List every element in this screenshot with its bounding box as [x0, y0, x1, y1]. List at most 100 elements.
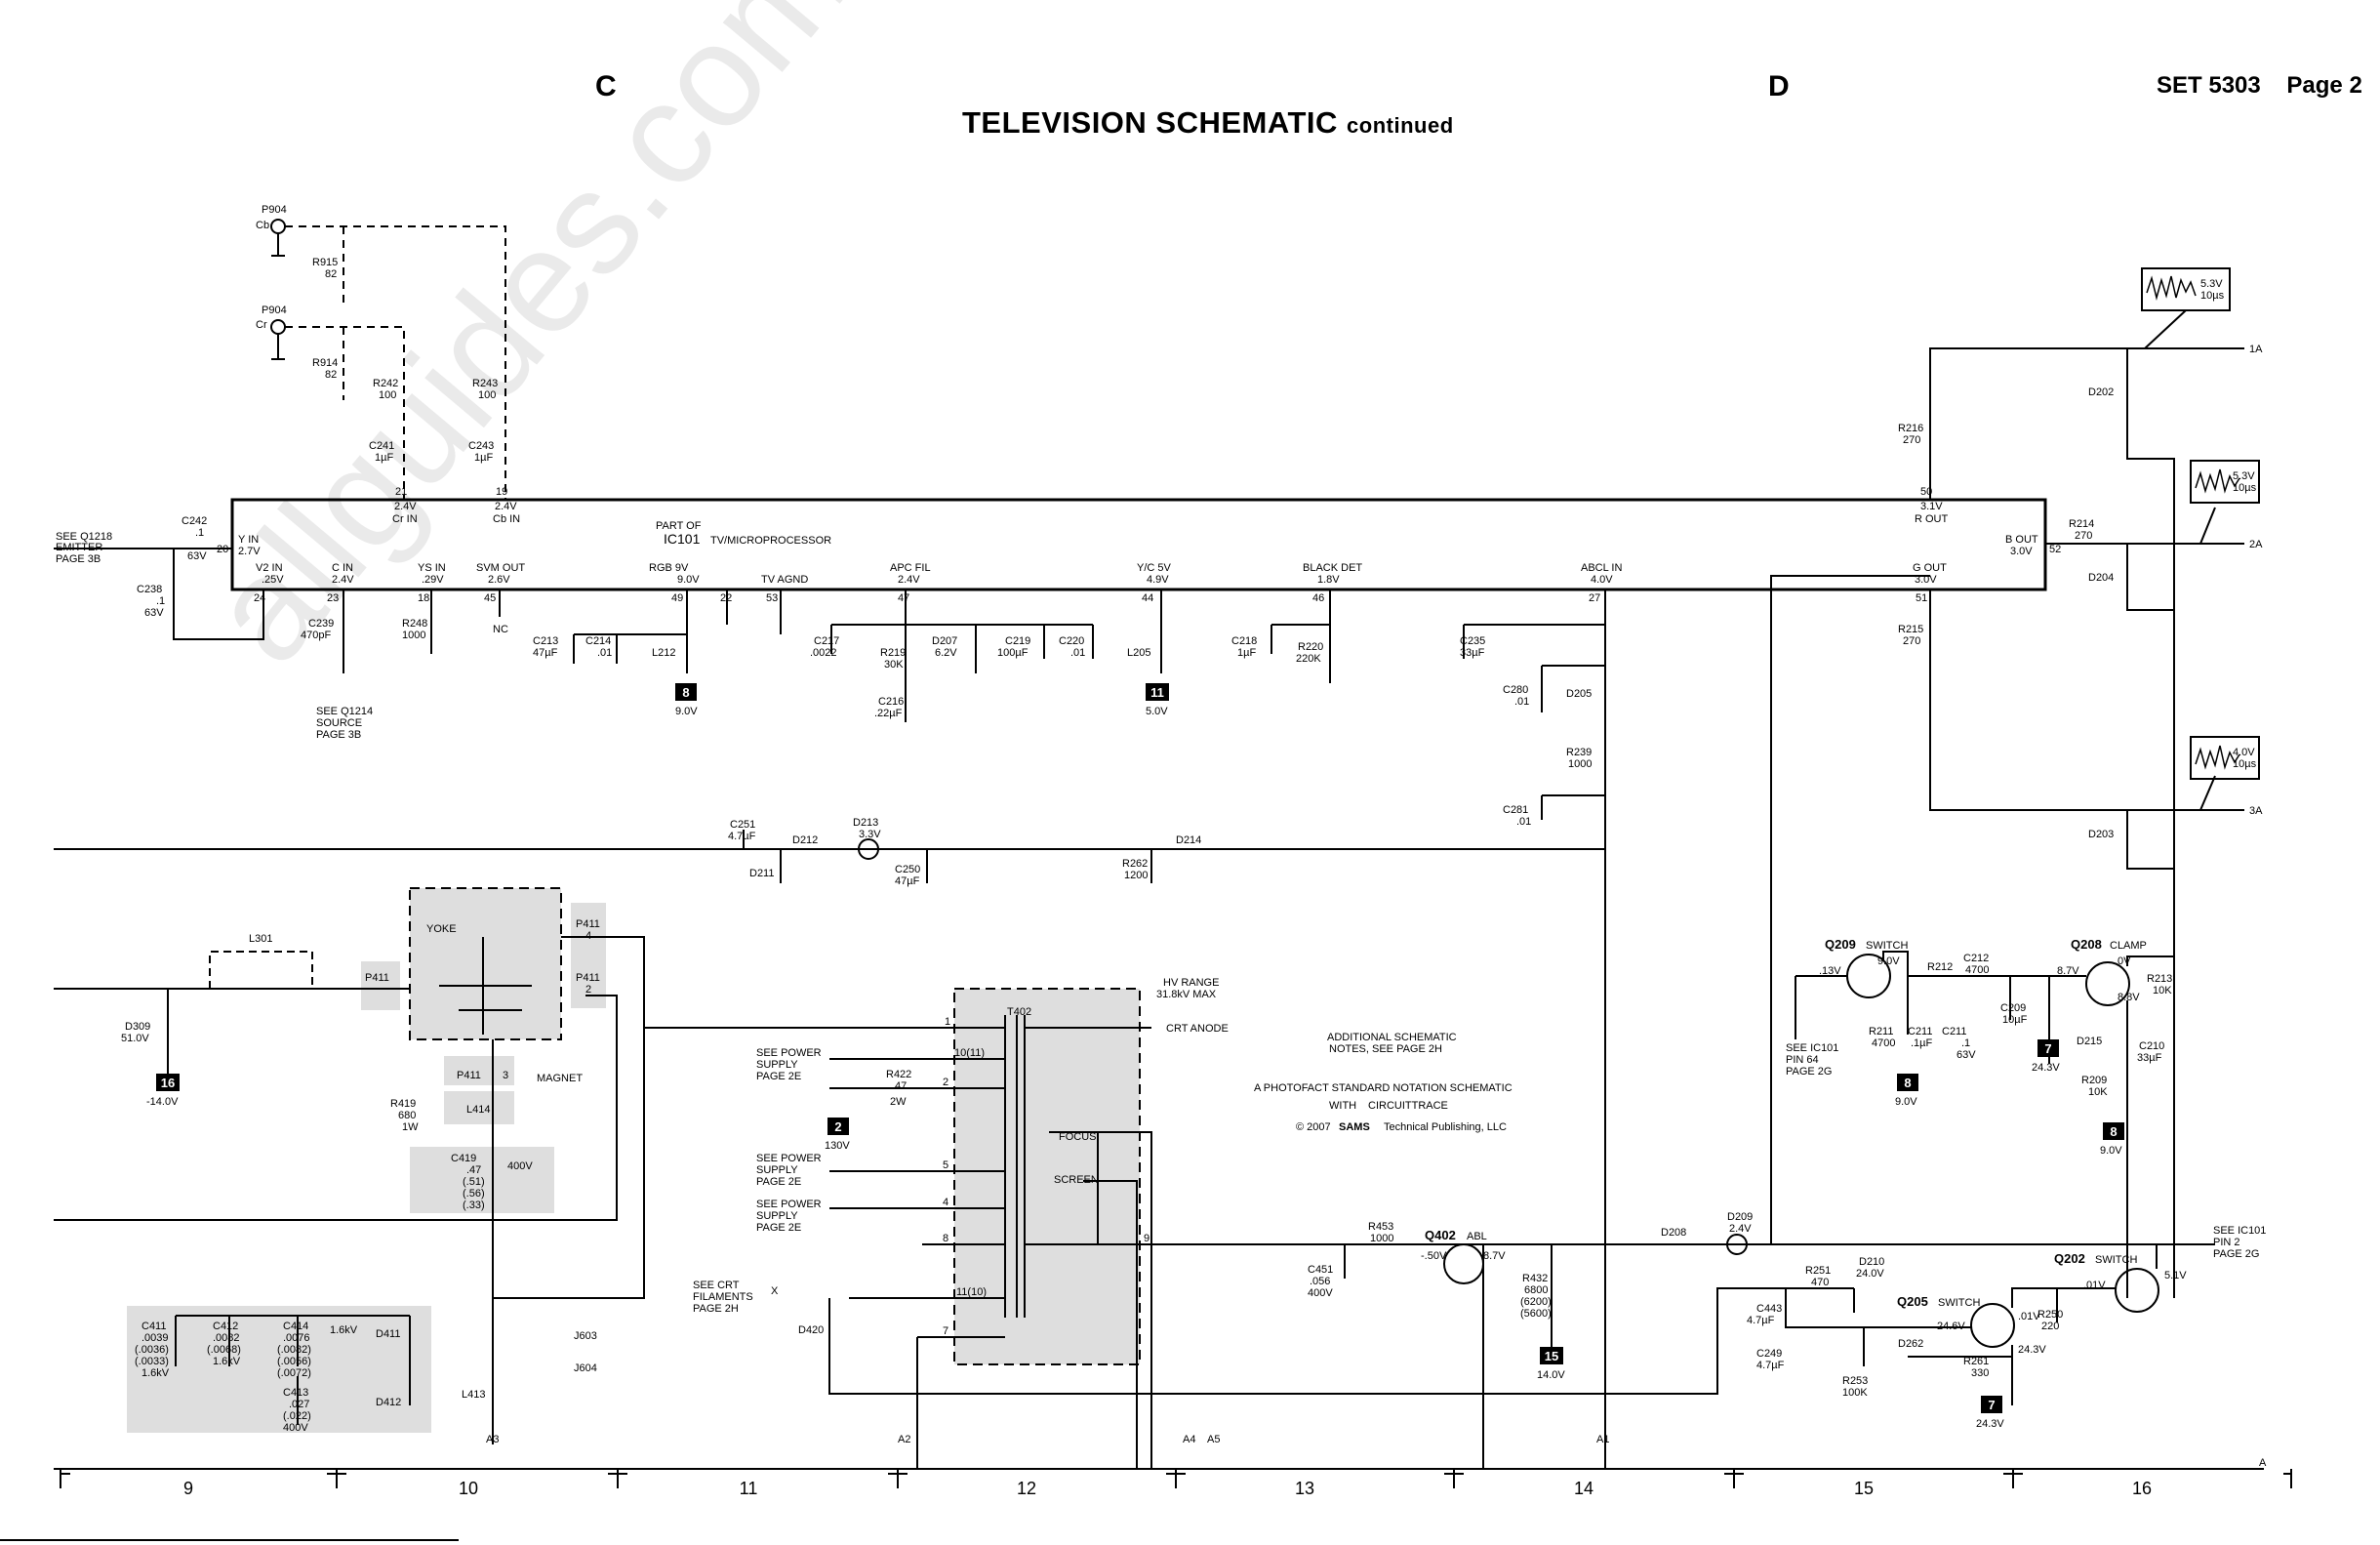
c443-value: 4.7µF: [1747, 1315, 1775, 1326]
r213-value: 10K: [2153, 985, 2172, 996]
scope-3: [2190, 736, 2260, 780]
ref-a2: A2: [898, 1434, 910, 1445]
see-q1214-2: SOURCE: [316, 717, 362, 729]
pin50-num: 50: [1920, 486, 1932, 498]
d209-value: 2.4V: [1729, 1223, 1752, 1235]
grid-col-10: 10: [459, 1479, 478, 1498]
out-1a: 1A: [2249, 344, 2263, 355]
r453-label: R453: [1368, 1221, 1393, 1233]
tag-2-id: 2: [834, 1119, 841, 1134]
p411-shade-right: [571, 903, 606, 1008]
see-ic101-pin2-2: PIN 2: [2213, 1237, 2240, 1248]
q402-transistor: [1443, 1243, 1484, 1284]
q209-base-volt: .13V: [1819, 965, 1841, 977]
g-out-wire: [1929, 590, 2244, 811]
pin45-label: SVM OUT: [476, 562, 525, 574]
pin45-num: 45: [484, 592, 496, 604]
r239-label: R239: [1566, 747, 1592, 758]
nc-label: NC: [493, 624, 508, 635]
tag-7-a: [2037, 1039, 2059, 1057]
d207-value: 6.2V: [935, 647, 957, 659]
t-pin1: 1: [945, 1016, 950, 1028]
scope-3-time: 10µs: [2233, 758, 2257, 770]
c412-label: C412: [213, 1321, 238, 1332]
sps-2c: PAGE 2E: [756, 1176, 801, 1188]
r211-value: 4700: [1872, 1037, 1895, 1049]
r914-label: R914: [312, 357, 338, 369]
scope-1-trace: [2146, 275, 2197, 301]
c242-volt: 63V: [187, 550, 207, 562]
see-q1214-1: SEE Q1214: [316, 706, 373, 717]
set-number: SET 5303: [2157, 72, 2261, 99]
d209-up-wire: [1770, 575, 1930, 1244]
r-out-wire: [1929, 347, 2244, 500]
r211-label: R211: [1869, 1026, 1893, 1037]
p904-grounds: [271, 233, 285, 360]
grid-col-15: 15: [1854, 1479, 1874, 1498]
t-pin5: 5: [943, 1159, 948, 1171]
c243-value: 1µF: [474, 452, 493, 464]
c413-label: C413: [283, 1387, 308, 1399]
p411-pin2: 2: [585, 984, 591, 996]
t402-label: T402: [1007, 1006, 1031, 1018]
tag-8-b-volt: 9.0V: [1895, 1096, 1917, 1108]
q208-label: Q208: [2071, 937, 2102, 952]
r242-value: 100: [379, 389, 396, 401]
c213-value: 47µF: [533, 647, 558, 659]
tag-8-c-id: 8: [2110, 1124, 2117, 1139]
tag-7-a-volt: 24.3V: [2032, 1062, 2060, 1074]
pin21-label: Cr IN: [392, 513, 418, 525]
see-ic101-pin64-1: SEE IC101: [1786, 1042, 1838, 1054]
l413-label: L413: [462, 1389, 485, 1401]
see-ic101-pin2-3: PAGE 2G: [2213, 1248, 2259, 1260]
c239-label: C239: [308, 618, 334, 630]
d208-label: D208: [1661, 1227, 1686, 1239]
sams-logo: SAMS: [1339, 1121, 1370, 1133]
r215-label: R215: [1898, 624, 1923, 635]
c280-value: .01: [1514, 696, 1529, 708]
r251-value: 470: [1811, 1277, 1829, 1288]
d207-label: D207: [932, 635, 957, 647]
p411-right-label-2: P411: [576, 972, 600, 984]
pin49-label: RGB 9V: [649, 562, 689, 574]
d209-diode: [1726, 1234, 1748, 1255]
c217-value: .0022: [810, 647, 837, 659]
pin51-label: G OUT: [1913, 562, 1947, 574]
c211-label: C211: [1908, 1026, 1932, 1037]
c235-value: 33µF: [1460, 647, 1485, 659]
tag-16: [156, 1074, 180, 1091]
d213-value: 3.3V: [859, 829, 881, 840]
d214-label: D214: [1176, 834, 1201, 846]
r422-value: .47: [892, 1080, 907, 1092]
q402-label: Q402: [1425, 1228, 1456, 1242]
cr-label: Cr: [256, 319, 267, 331]
pin47-branch: [830, 624, 1094, 673]
r253-label: R253: [1842, 1375, 1868, 1387]
c443-label: C443: [1756, 1303, 1782, 1315]
pin53-label: TV AGND: [761, 574, 808, 586]
c243-label: C243: [468, 440, 494, 452]
pin52-num: 52: [2049, 544, 2061, 555]
ic-part-of: PART OF: [656, 520, 702, 532]
p411-left-label: P411: [365, 972, 389, 984]
d202-label: D202: [2088, 386, 2114, 398]
c281-value: .01: [1516, 816, 1531, 828]
tag-7-a-id: 7: [2044, 1041, 2051, 1056]
hv-value: 31.8kV MAX: [1156, 989, 1217, 1000]
pin19-volt: 2.4V: [495, 501, 517, 512]
c235-label: C235: [1460, 635, 1485, 647]
c419-volt: 400V: [507, 1160, 533, 1172]
q208-func: CLAMP: [2110, 940, 2147, 952]
c249-label: C249: [1756, 1348, 1782, 1360]
pin18-label: YS IN: [418, 562, 446, 574]
ruler-ticks: [60, 1469, 2292, 1488]
t402-shade: [954, 989, 1140, 1364]
p904-cr-label: P904: [262, 305, 287, 316]
d420-wire: [828, 1287, 1854, 1395]
pin21-num: 21: [395, 486, 407, 498]
c251-label: C251: [730, 819, 755, 831]
q209-func: SWITCH: [1866, 940, 1908, 952]
copyright-label: © 2007: [1296, 1121, 1331, 1133]
d205-label: D205: [1566, 688, 1592, 700]
